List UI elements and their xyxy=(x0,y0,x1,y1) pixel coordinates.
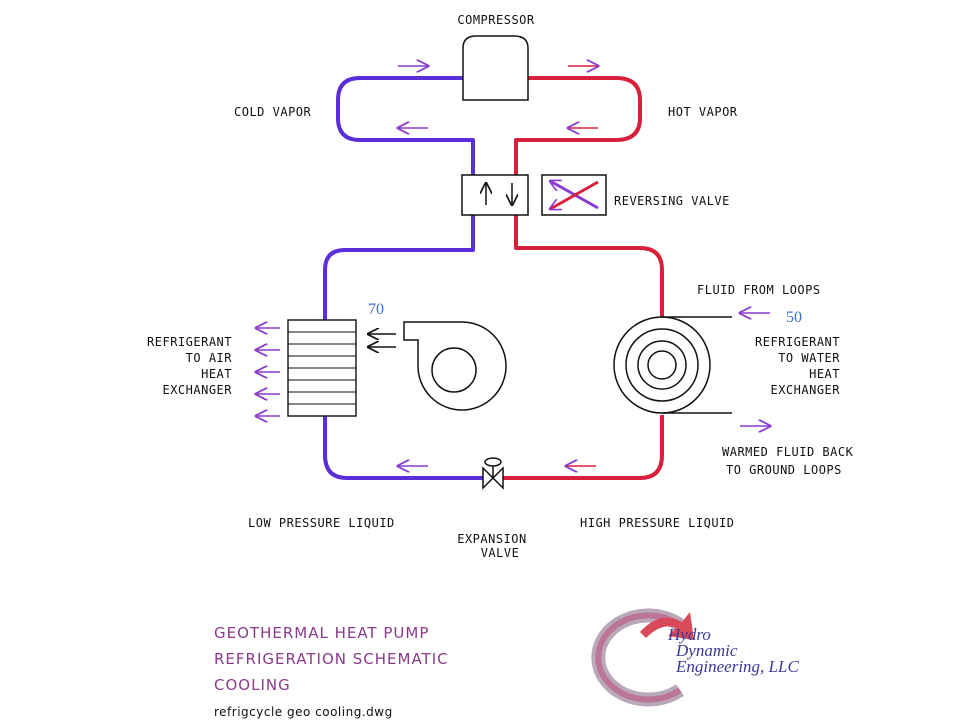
water-temperature: 50 xyxy=(786,309,802,326)
logo-line-3: Engineering, LLC xyxy=(675,657,799,676)
reversing-valve-label: REVERSING VALVE xyxy=(614,194,730,208)
low-pressure-liquid-label: LOW PRESSURE LIQUID xyxy=(248,516,395,530)
water-hx-label-3: HEAT xyxy=(809,367,840,381)
hot-vapor-label: HOT VAPOR xyxy=(668,105,738,119)
high-pressure-liquid-label: HIGH PRESSURE LIQUID xyxy=(580,516,735,530)
air-temperature: 70 xyxy=(368,301,384,318)
compressor-icon xyxy=(462,35,529,101)
water-heat-exchanger-icon xyxy=(613,316,732,414)
air-hx-label-4: EXCHANGER xyxy=(162,383,232,397)
title-line-1: GEOTHERMAL HEAT PUMP xyxy=(214,624,429,642)
fluid-from-loops-label: FLUID FROM LOOPS xyxy=(697,283,821,297)
reversing-valve-icon xyxy=(461,174,529,216)
air-hx-label-2: TO AIR xyxy=(186,351,233,365)
water-hx-label-2: TO WATER xyxy=(778,351,840,365)
cold-piping xyxy=(323,76,483,480)
expansion-valve-label-1: EXPANSION xyxy=(457,532,527,546)
expansion-valve-icon xyxy=(482,457,504,490)
hot-piping xyxy=(503,76,664,480)
air-out-arrows xyxy=(256,328,280,416)
title-line-2: REFRIGERATION SCHEMATIC xyxy=(214,650,449,668)
logo-line-2: Dynamic xyxy=(675,641,738,660)
water-hx-label-4: EXCHANGER xyxy=(770,383,840,397)
drawing-filename: refrigcycle geo cooling.dwg xyxy=(214,705,393,719)
air-hx-label-3: HEAT xyxy=(201,367,232,381)
company-logo: Hydro Dynamic Engineering, LLC xyxy=(591,608,799,707)
air-heat-exchanger-icon xyxy=(287,319,357,417)
air-hx-label-1: REFRIGERANT xyxy=(147,335,232,349)
logo-line-1: Hydro xyxy=(667,625,711,644)
cold-vapor-label: COLD VAPOR xyxy=(234,105,312,119)
water-hx-label-1: REFRIGERANT xyxy=(755,335,840,349)
blower-fan-icon xyxy=(403,321,507,411)
warmed-fluid-label-1: WARMED FLUID BACK xyxy=(722,445,854,459)
expansion-valve-label-2: VALVE xyxy=(481,546,520,560)
compressor-label: COMPRESSOR xyxy=(457,13,535,27)
warmed-fluid-label-2: TO GROUND LOOPS xyxy=(726,463,842,477)
title-line-3: COOLING xyxy=(214,676,291,694)
